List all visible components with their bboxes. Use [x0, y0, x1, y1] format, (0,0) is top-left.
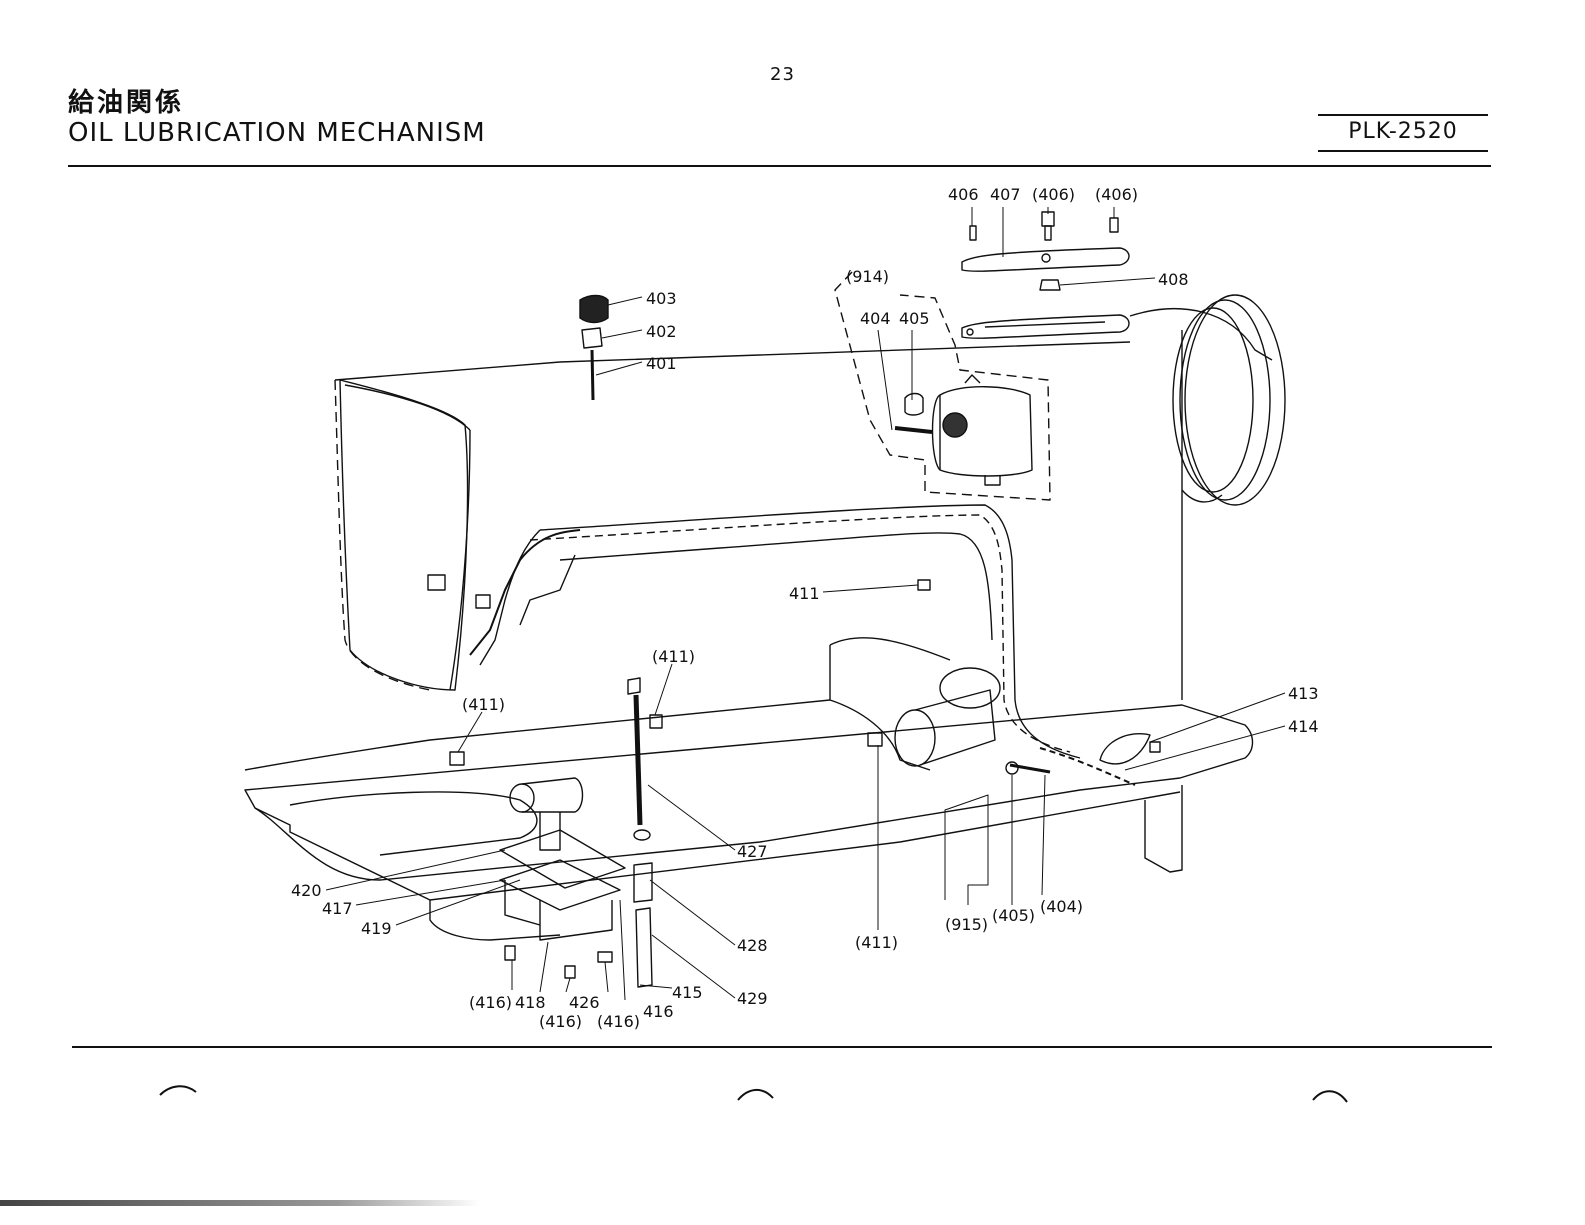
- footer-rule: [72, 1046, 1492, 1048]
- face-cover: [340, 380, 468, 690]
- callout-418: 418: [515, 993, 546, 1012]
- callout-404-ref: (404): [1040, 897, 1083, 916]
- top-cover-parts: [962, 212, 1129, 338]
- group-boundaries: [835, 272, 1050, 500]
- callout-417: 417: [322, 899, 353, 918]
- callout-416: 416: [643, 1002, 674, 1021]
- callout-427: 427: [737, 842, 768, 861]
- callout-405-ref: (405): [992, 906, 1035, 925]
- handwheel-pulley: [1173, 295, 1285, 505]
- callout-416-ref-c: (416): [597, 1012, 640, 1031]
- machine-arm-outline: [335, 309, 1272, 758]
- callout-402: 402: [646, 322, 677, 341]
- bushing-assembly: [895, 668, 1150, 774]
- callout-405: 405: [899, 309, 930, 328]
- scan-edge-artifact: [0, 1200, 480, 1206]
- callout-403: 403: [646, 289, 677, 308]
- callout-420: 420: [291, 881, 322, 900]
- binder-marks: [160, 1086, 1347, 1102]
- callout-411-ref-c: (411): [855, 933, 898, 952]
- callout-411: 411: [789, 584, 820, 603]
- callout-429: 429: [737, 989, 768, 1008]
- callout-915-ref: (915): [945, 915, 988, 934]
- callout-413: 413: [1288, 684, 1319, 703]
- callout-406-ref-b: (406): [1095, 185, 1138, 204]
- callout-416-ref-b: (416): [539, 1012, 582, 1031]
- callout-411-ref-b: (411): [462, 695, 505, 714]
- callout-426: 426: [569, 993, 600, 1012]
- callout-416-ref-a: (416): [469, 993, 512, 1012]
- callout-406-ref-a: (406): [1032, 185, 1075, 204]
- oil-wick-rod: [628, 678, 652, 987]
- callout-428: 428: [737, 936, 768, 955]
- callout-415: 415: [672, 983, 703, 1002]
- callout-414: 414: [1288, 717, 1319, 736]
- oil-felt-holder: [500, 778, 625, 940]
- callout-408: 408: [1158, 270, 1189, 289]
- screws: [428, 575, 1160, 978]
- callout-411-ref-a: (411): [652, 647, 695, 666]
- callout-401: 401: [646, 354, 677, 373]
- oil-tube-assembly: [580, 296, 608, 401]
- callout-419: 419: [361, 919, 392, 938]
- bed-plate-outline: [245, 638, 1253, 940]
- callout-914-ref: (914): [846, 267, 889, 286]
- leader-lines: [326, 207, 1285, 1000]
- callout-404: 404: [860, 309, 891, 328]
- callout-406: 406: [948, 185, 979, 204]
- callout-labels: 403 402 401 406 407 (406) (406) 408 (914…: [291, 185, 1319, 1031]
- oil-reservoir: [895, 375, 1032, 485]
- callout-407: 407: [990, 185, 1021, 204]
